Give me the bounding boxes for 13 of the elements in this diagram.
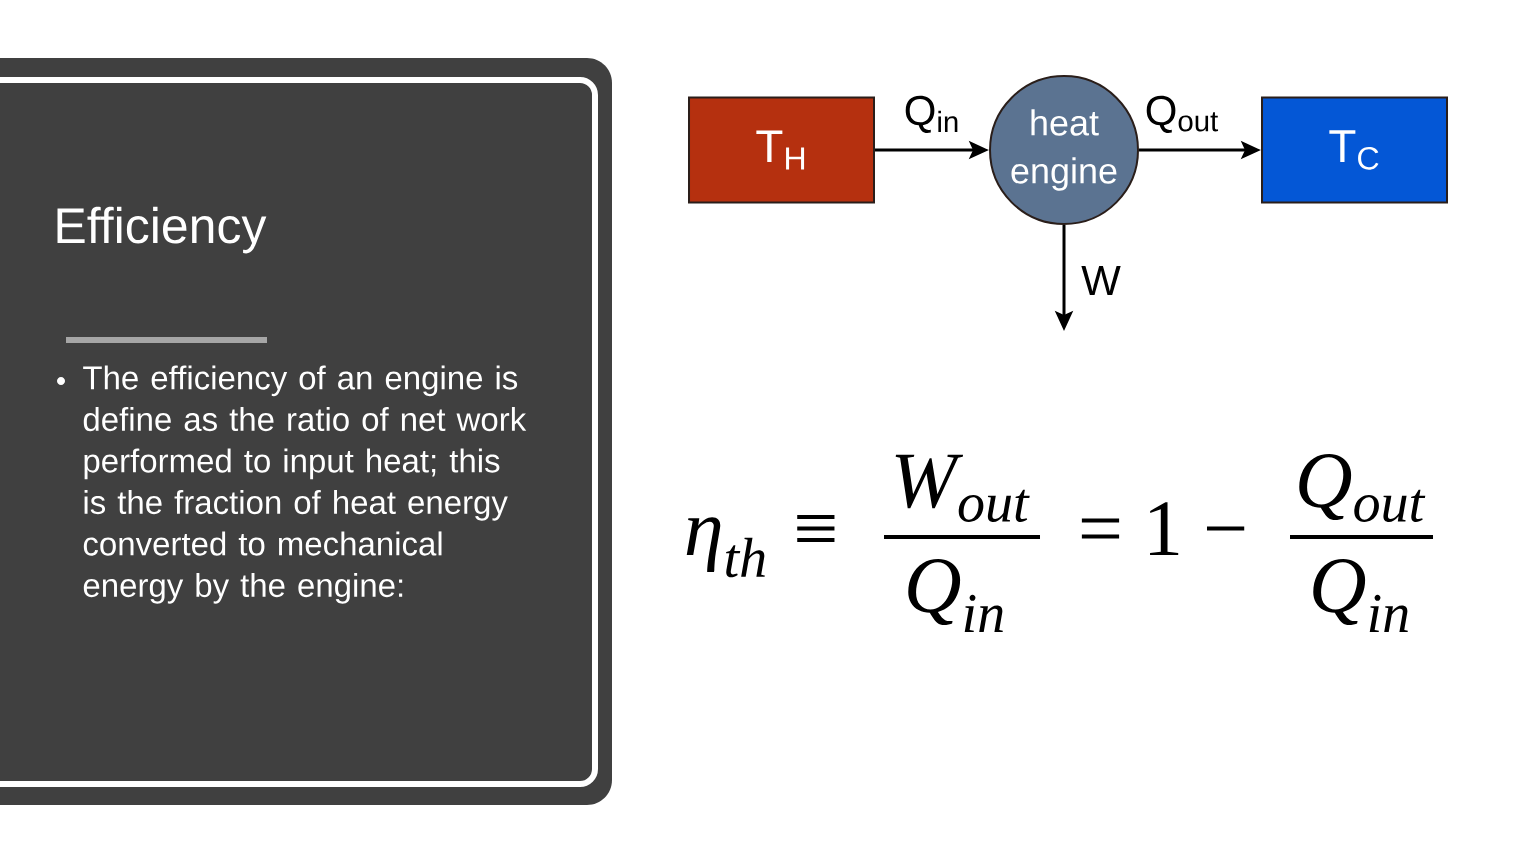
bullet-text: The efficiency of an engine is define as the ratio of net work performed to input heat; this is the fraction of heat energy converted to mechanical energy by the engine: bbox=[83, 365, 527, 604]
temperature-box: T$_{H}$ bbox=[688, 96, 875, 204]
slide-title: Efficiency bbox=[57, 206, 267, 254]
numerator: W$_{out}$ bbox=[895, 454, 1030, 523]
numerator: Q$_{out}$ bbox=[1299, 454, 1426, 523]
edge-label: Q$_{in}$ bbox=[901, 93, 963, 135]
denominator: Q$_{in}$ bbox=[1313, 559, 1408, 632]
edge-label: Q$_{out}$ bbox=[1142, 93, 1222, 135]
temperature-box: T$_{C}$ bbox=[1261, 96, 1448, 204]
edge-label: W bbox=[1079, 264, 1123, 297]
formula-term: η$_{th}$ ≡ bbox=[686, 514, 835, 578]
formula-term: = 1 − bbox=[1081, 502, 1245, 555]
denominator: Q$_{in}$ bbox=[908, 559, 1003, 632]
